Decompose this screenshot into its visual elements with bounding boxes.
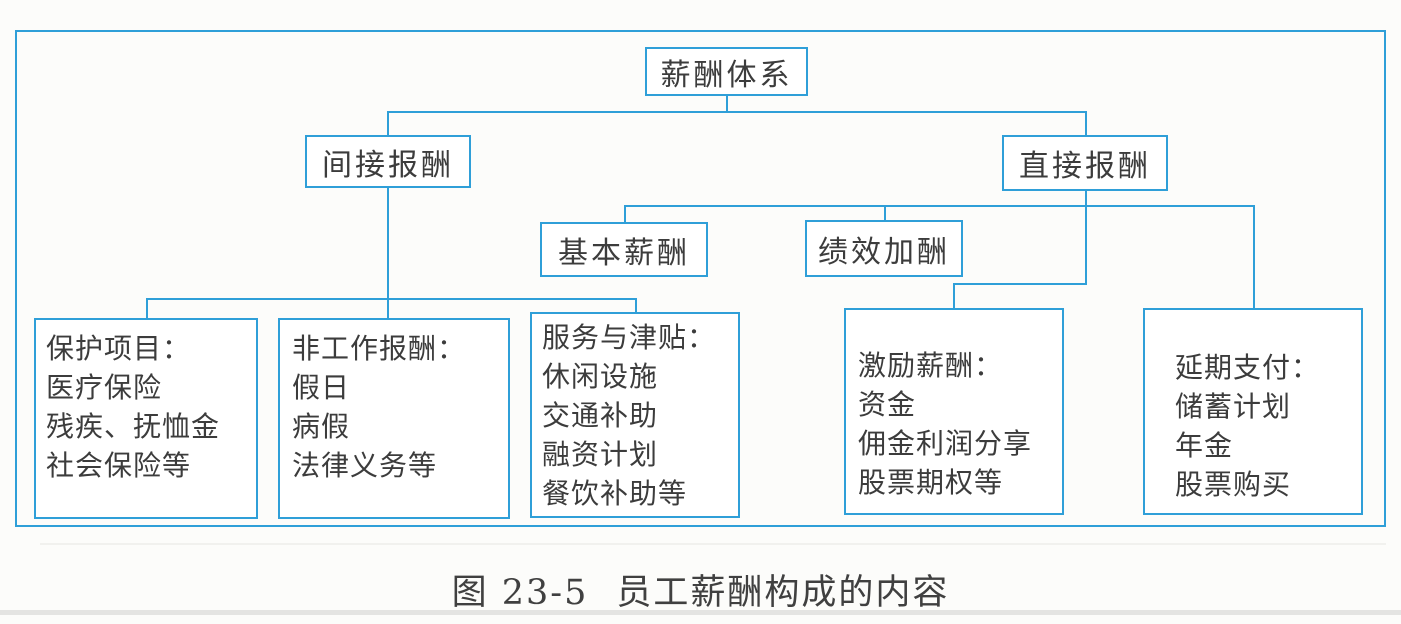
scan-artifact-line [40,543,1386,545]
connector-deferred-drop [1253,205,1255,310]
leaf-title: 服务与津贴： [542,321,717,354]
leaf-item: 假日 [292,371,351,404]
leaf-item: 病假 [292,410,351,443]
leaf-item: 休闲设施 [542,360,659,393]
leaf-item: 餐饮补助等 [542,477,688,510]
leaf-title: 非工作报酬： [292,332,467,365]
node-base-pay: 基本薪酬 [540,222,708,277]
connector-basepay-drop [624,205,626,224]
leaf-item: 佣金利润分享 [858,427,1033,460]
leaf-item: 储蓄计划 [1175,390,1292,423]
leaf-item: 社会保险等 [46,449,192,482]
connector-protection-drop [146,298,148,320]
connector-indirect-children-horizontal [146,298,637,300]
node-merit-pay: 绩效加酬 [805,220,963,277]
figure-caption: 图 23-5 员工薪酬构成的内容 [0,564,1401,615]
figure-number: 图 23-5 [451,573,589,613]
connector-incentive-step [953,283,1087,285]
leaf-title: 激励薪酬： [858,349,1004,382]
figure-title: 员工薪酬构成的内容 [616,573,950,613]
leaf-non-work-compensation: 非工作报酬： 假日 病假 法律义务等 [278,318,510,519]
leaf-title: 延期支付： [1175,351,1321,384]
leaf-item: 残疾、抚恤金 [46,410,221,443]
node-compensation-system: 薪酬体系 [645,47,808,96]
leaf-item: 股票期权等 [858,466,1004,499]
leaf-item: 医疗保险 [46,371,163,404]
node-label: 基本薪酬 [558,235,690,271]
connector-indirect-drop [387,111,389,137]
connector-direct-children-horizontal [624,205,1255,207]
leaf-protection-programs: 保护项目： 医疗保险 残疾、抚恤金 社会保险等 [34,318,258,519]
leaf-item: 年金 [1175,429,1234,462]
leaf-item: 资金 [858,388,917,421]
leaf-services-allowances: 服务与津贴： 休闲设施 交通补助 融资计划 餐饮补助等 [530,312,740,518]
scan-artifact-line [0,610,1401,615]
leaf-incentive-pay: 激励薪酬： 资金 佣金利润分享 股票期权等 [844,308,1064,515]
leaf-item: 交通补助 [542,399,659,432]
connector-root-stub [726,95,728,112]
leaf-item: 融资计划 [542,438,659,471]
connector-incentive-drop [953,283,955,310]
connector-direct-down [1085,190,1087,285]
node-direct-compensation: 直接报酬 [1002,135,1168,191]
node-label: 直接报酬 [1019,149,1151,184]
leaf-item: 法律义务等 [292,449,438,482]
connector-indirect-down [387,187,389,320]
leaf-item: 股票购买 [1175,468,1292,501]
connector-meritpay-drop [884,205,886,222]
diagram-border [15,30,1386,527]
connector-direct-drop [1085,111,1087,137]
connector-level2-horizontal [387,111,1087,113]
node-indirect-compensation: 间接报酬 [305,135,471,188]
node-label: 间接报酬 [322,147,454,183]
leaf-title: 保护项目： [46,332,192,365]
node-label: 绩效加酬 [818,234,950,270]
node-label: 薪酬体系 [660,57,793,93]
connector-services-drop [635,298,637,314]
leaf-deferred-pay: 延期支付： 储蓄计划 年金 股票购买 [1143,308,1363,515]
